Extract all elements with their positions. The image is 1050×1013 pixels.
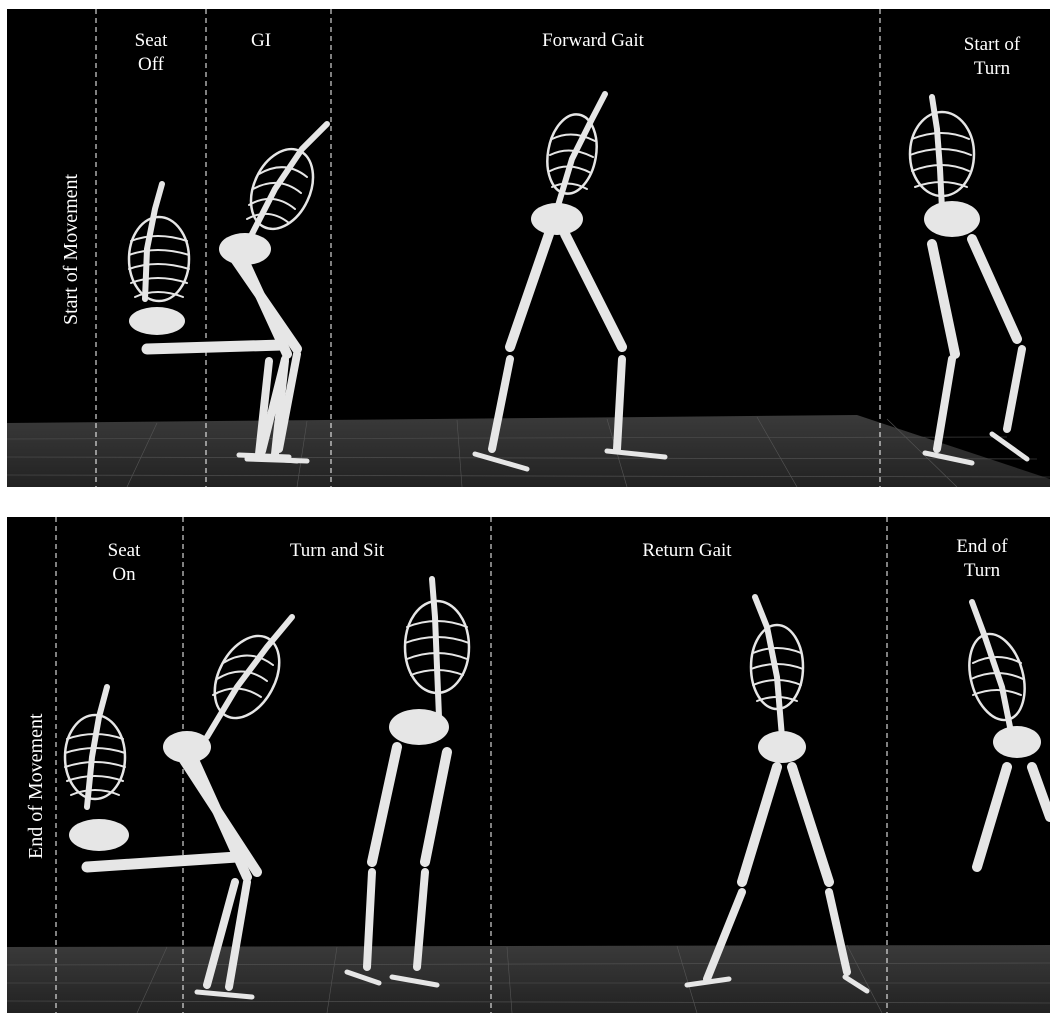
phase-dividers	[96, 9, 880, 487]
skeleton-scene-bottom	[7, 517, 1050, 1013]
side-label-start-of-movement: Start of Movement	[60, 174, 83, 325]
phase-label-end-of-turn: End of Turn	[927, 535, 1037, 583]
phase-label-return-gait: Return Gait	[587, 539, 787, 563]
skeleton-forward-gait	[475, 94, 665, 469]
phase-label-start-of-turn: Start of Turn	[937, 33, 1047, 81]
end-of-movement-panel: Seat On Turn and Sit Return Gait End of …	[7, 517, 1050, 1013]
phase-label-forward-gait: Forward Gait	[493, 29, 693, 53]
phase-label-gi: GI	[231, 29, 291, 53]
skeleton-gi	[219, 124, 327, 461]
skeleton-return-gait	[687, 597, 867, 991]
skeleton-scene-top	[7, 9, 1050, 487]
phase-label-seat-off: Seat Off	[117, 29, 185, 77]
phase-label-turn-and-sit: Turn and Sit	[237, 539, 437, 563]
phase-label-seat-on: Seat On	[79, 539, 169, 587]
skeleton-seat-on	[65, 687, 237, 867]
skeleton-start-of-turn	[910, 97, 1027, 463]
side-label-end-of-movement: End of Movement	[25, 713, 48, 859]
skeleton-turn-and-sit-stand	[347, 579, 469, 985]
phase-dividers	[56, 517, 887, 1013]
skeleton-turn-and-sit-lean	[163, 617, 292, 997]
skeleton-end-of-turn	[960, 602, 1050, 867]
start-of-movement-panel: Seat Off GI Forward Gait Start of Turn S…	[7, 9, 1050, 487]
